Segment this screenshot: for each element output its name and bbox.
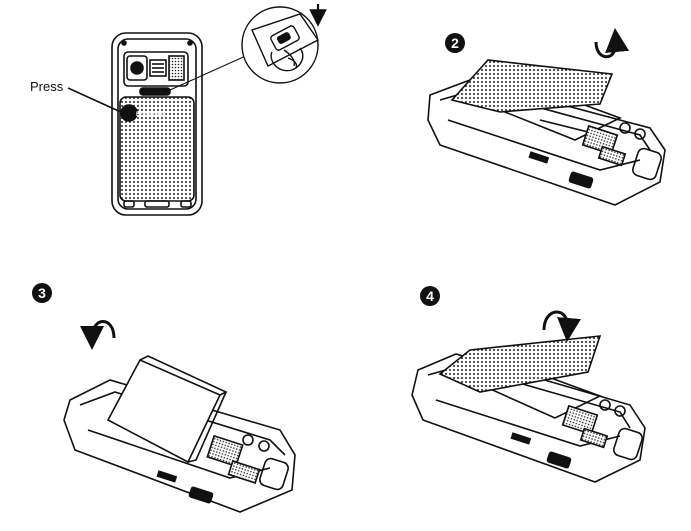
step-number-4: 4 [420,286,440,306]
step2-rotate-arrow [594,28,630,59]
zoom-line [169,53,251,91]
step3-rotate-arrow [80,320,116,350]
step4-device-cover-replace [411,335,646,483]
press-label: Press [30,79,64,94]
step3-device-battery-out [63,355,296,513]
step2-device-cover-lift [427,59,666,206]
step1-zoom-inset [241,6,320,84]
step-number-2: 2 [445,33,465,53]
press-callout-line [67,87,124,114]
step1-device-back [111,32,203,216]
step-number-3: 3 [32,283,52,303]
step4-rotate-arrow [542,310,581,342]
brand-logo-text: Honeywell [136,112,166,118]
